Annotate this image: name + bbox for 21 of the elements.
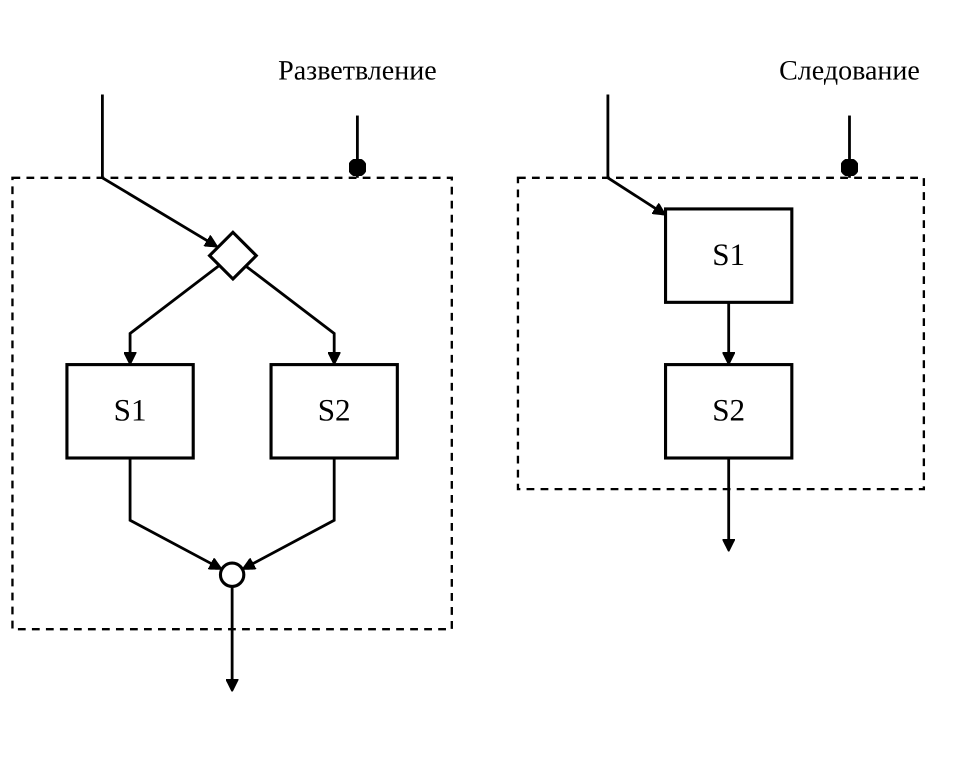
connector [348,116,367,178]
node-text: Следование [779,54,920,86]
node-box: S1 [664,207,794,304]
node-box: S1 [65,363,195,460]
arrow [225,586,239,692]
node-box: S2 [664,363,794,460]
node-text: Разветвление [278,54,437,86]
node-circle [218,562,246,588]
arrow [722,458,736,552]
arrow [606,94,666,216]
connector [840,116,859,178]
arrow [123,264,220,366]
cluster [516,176,926,490]
arrow [244,264,342,366]
arrow [722,302,736,366]
cluster [11,176,453,630]
node-diamond [207,230,258,282]
node-box: S2 [269,363,399,460]
arrow [128,458,222,570]
arrow [101,94,218,248]
arrow [242,458,336,570]
